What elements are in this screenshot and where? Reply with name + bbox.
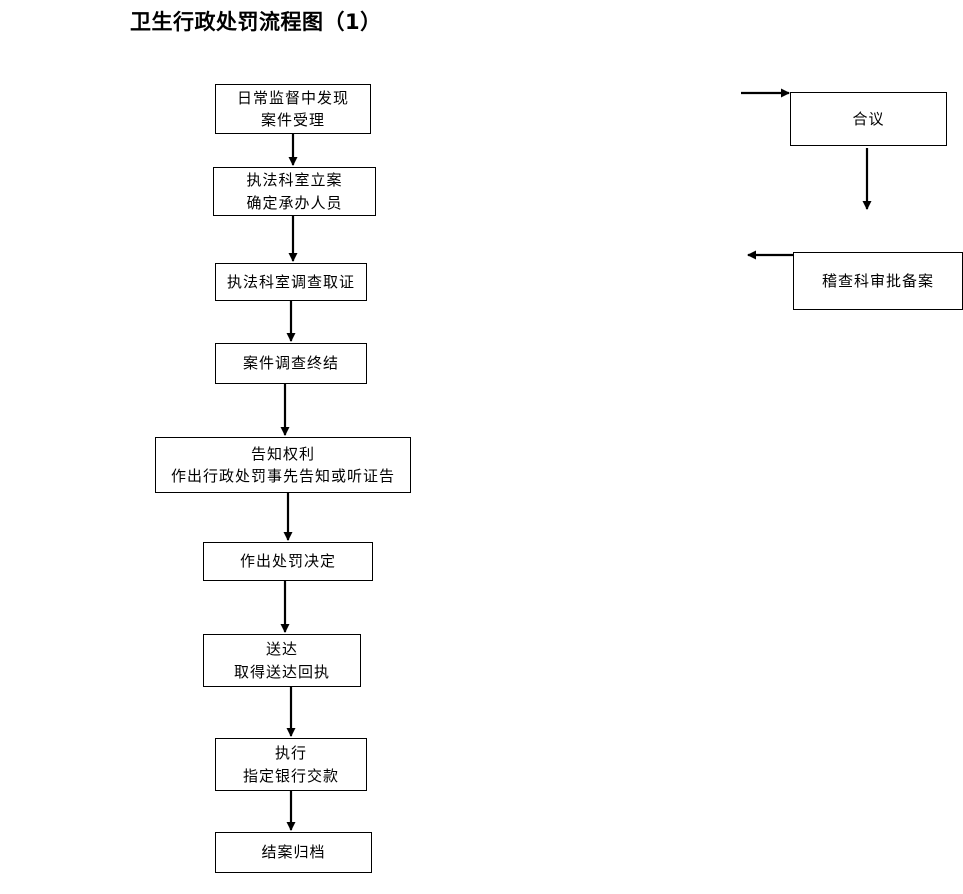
page-title: 卫生行政处罚流程图（1） <box>130 10 382 34</box>
node-case-filing[interactable]: 执法科室立案确定承办人员 <box>213 167 376 216</box>
node-intake-label: 案件受理 <box>260 111 325 129</box>
node-execution-label: 执行 <box>274 744 307 762</box>
node-archive-label: 结案归档 <box>261 843 326 862</box>
node-decision-label: 作出处罚决定 <box>239 552 336 571</box>
node-decision[interactable]: 作出处罚决定 <box>203 542 373 581</box>
node-investigation-label: 执法科室调查取证 <box>226 272 355 291</box>
node-notify-rights[interactable]: 告知权利作出行政处罚事先告知或听证告 <box>155 437 411 493</box>
node-notify-rights-label: 告知权利 <box>250 444 315 463</box>
node-investigation-end-label: 案件调查终结 <box>242 354 339 373</box>
node-case-filing-label: 执法科室立案 <box>246 171 343 189</box>
node-execution-label: 指定银行交款 <box>242 766 339 785</box>
node-intake-label: 日常监督中发现 <box>236 88 349 107</box>
node-investigation[interactable]: 执法科室调查取证 <box>215 263 367 301</box>
node-execution[interactable]: 执行指定银行交款 <box>215 738 367 791</box>
node-archive[interactable]: 结案归档 <box>215 832 372 873</box>
node-investigation-end[interactable]: 案件调查终结 <box>215 343 367 384</box>
node-case-filing-label: 确定承办人员 <box>246 193 343 212</box>
node-service-label: 送达 <box>265 640 298 658</box>
node-collegial-label: 合议 <box>852 109 885 128</box>
node-service[interactable]: 送达取得送达回执 <box>203 634 361 687</box>
node-notify-rights-label: 作出行政处罚事先告知或听证告 <box>170 467 395 485</box>
node-approval-label: 稽查科审批备案 <box>821 271 934 290</box>
node-approval[interactable]: 稽查科审批备案 <box>793 252 963 310</box>
node-service-label: 取得送达回执 <box>233 662 330 681</box>
node-intake[interactable]: 日常监督中发现案件受理 <box>215 84 371 134</box>
node-collegial[interactable]: 合议 <box>790 92 947 146</box>
